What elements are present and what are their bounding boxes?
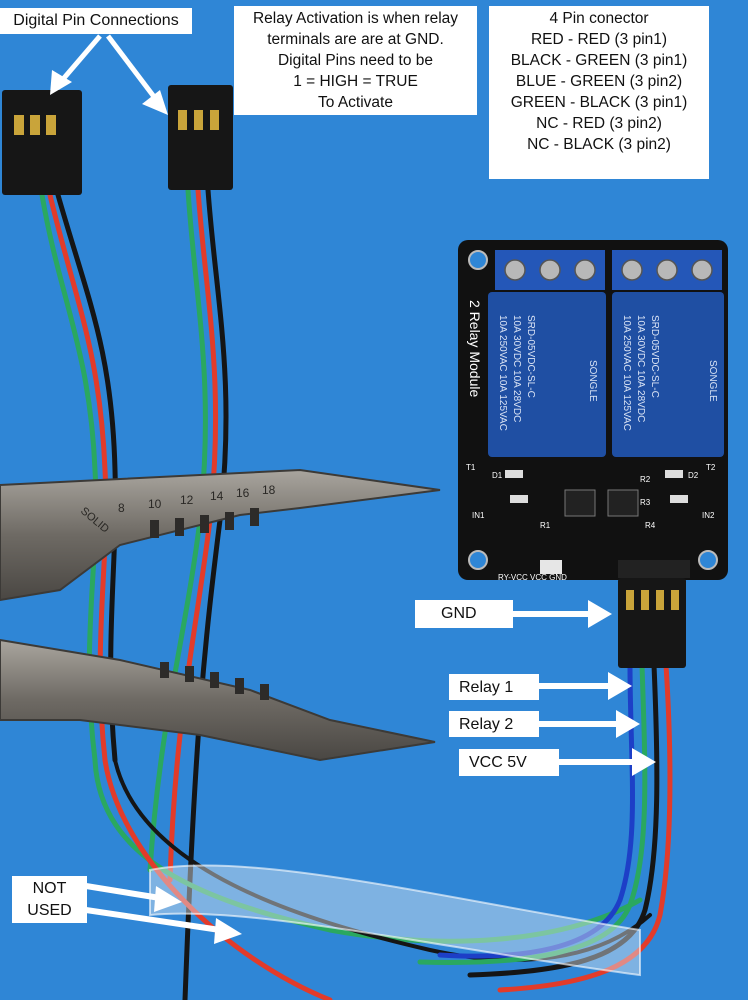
chip-d2: D2 [688, 471, 699, 480]
annotation-arrows [50, 34, 656, 944]
chip-in1: IN1 [472, 511, 485, 520]
tool-lower-jaw [0, 638, 436, 762]
wire-red-lower [102, 757, 333, 1000]
tool-upper-jaw [0, 468, 441, 602]
wire-green-lower [92, 757, 643, 944]
wire-green-relay [417, 662, 648, 965]
chip-r3: R3 [640, 498, 651, 507]
pin-row-label: RY-VCC VCC GND [498, 573, 567, 582]
board-title: 2 Relay Module [467, 300, 483, 397]
header-pins [618, 560, 690, 578]
relay-2 [612, 292, 724, 457]
relay-1-rating-b: 10A 30VDC 10A 28VDC [511, 315, 522, 422]
chip-r1: R1 [540, 521, 551, 530]
arrow-relay2 [538, 710, 640, 738]
chip-d1: D1 [492, 471, 503, 480]
optocoupler-1 [564, 489, 596, 517]
dupont-header-left [2, 90, 82, 195]
label-vcc-5v: VCC 5V [459, 749, 559, 776]
relay-1-model: SRD-05VDC-SL-C [525, 315, 536, 398]
arrow-relay1 [538, 672, 632, 700]
heat-shrink-tube [149, 864, 641, 977]
label-relay-2: Relay 2 [449, 711, 539, 737]
relay-module-board: 10A 250VAC 10A 125VAC 10A 30VDC 10A 28VD… [458, 240, 728, 582]
chip-t1: T1 [466, 463, 476, 472]
relay-2-model: SRD-05VDC-SL-C [649, 315, 660, 398]
connector-housing [618, 578, 686, 668]
label-relay-activation: Relay Activation is when relay terminals… [234, 6, 477, 115]
wire-black-relay [467, 662, 660, 978]
tool-mark-18: 18 [262, 483, 276, 497]
label-not-used: NOT USED [12, 876, 87, 923]
relay-1-brand: SONGLE [587, 360, 598, 402]
dupont-header-right [168, 85, 233, 190]
relay-2-rating-b: 10A 30VDC 10A 28VDC [635, 315, 646, 422]
wire-black-2 [182, 187, 229, 1000]
label-4-pin-connector: 4 Pin conector RED - RED (3 pin1) BLACK … [489, 6, 709, 179]
tool-mark-8: 8 [118, 501, 125, 515]
tool-mark-16: 16 [236, 486, 250, 500]
arrow-not-used-1 [85, 883, 182, 912]
tool-mark-14: 14 [210, 489, 224, 503]
arrow-digital-right [106, 34, 168, 115]
relay-wires [417, 662, 673, 993]
arrow-digital-left [50, 34, 102, 95]
label-gnd: GND [415, 600, 513, 628]
relay-2-rating-a: 10A 250VAC 10A 125VAC [621, 315, 632, 431]
optocoupler-2 [607, 489, 639, 517]
arrow-vcc [558, 748, 656, 776]
jumper-pins [540, 560, 562, 574]
wire-red-relay [497, 662, 673, 993]
relay-2-brand: SONGLE [707, 360, 718, 402]
tool-mark-12: 12 [180, 493, 194, 507]
wire-stripper-tool: SOLID 8 10 12 14 16 18 [0, 468, 441, 762]
chip-t2: T2 [706, 463, 716, 472]
chip-in2: IN2 [702, 511, 715, 520]
chip-r2: R2 [640, 475, 651, 484]
wire-black-lower [113, 758, 652, 962]
label-relay-1: Relay 1 [449, 674, 539, 700]
relay-1 [488, 292, 606, 457]
arrow-not-used-2 [85, 907, 242, 944]
tool-mark-10: 10 [148, 497, 162, 511]
arrow-gnd [512, 600, 612, 628]
wire-blue-relay [437, 662, 635, 959]
label-digital-pin-connections: Digital Pin Connections [0, 8, 192, 34]
chip-r4: R4 [645, 521, 656, 530]
relay-1-rating-a: 10A 250VAC 10A 125VAC [497, 315, 508, 431]
